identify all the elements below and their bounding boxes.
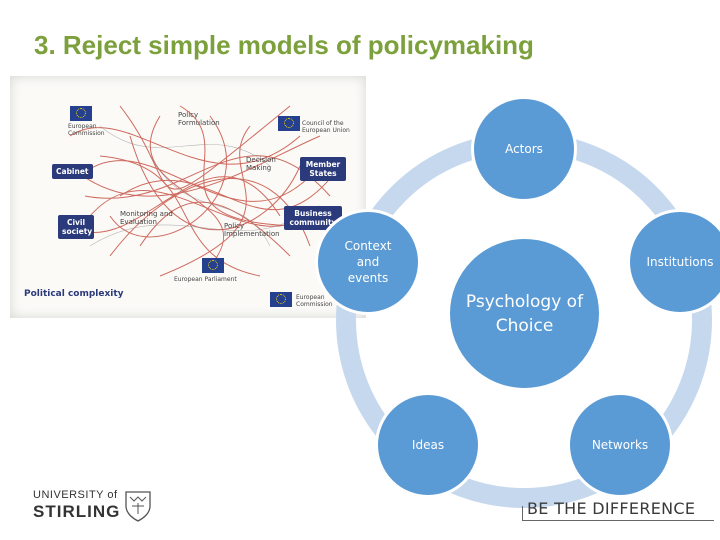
box-cabinet: Cabinet	[52, 164, 93, 179]
tagline: BE THE DIFFERENCE	[527, 499, 696, 518]
node-context-and-events: Context and events	[315, 209, 421, 315]
tangled-arrows	[69, 105, 341, 277]
tagline-rule	[522, 520, 714, 521]
university-line2: STIRLING	[33, 502, 121, 521]
eu-flag-icon	[202, 258, 224, 273]
label-implementation: Policy Implementation	[224, 222, 280, 238]
node-networks: Networks	[567, 392, 673, 498]
university-logo: UNIVERSITY of STIRLING	[33, 489, 121, 521]
label-european-commission: European Commission	[68, 123, 105, 137]
node-actors: Actors	[471, 96, 577, 202]
label-council: Council of the European Union	[302, 120, 350, 134]
label-decision-making: Decision Making	[246, 156, 276, 172]
eu-flag-icon	[70, 106, 92, 121]
label-european-commission-2: European Commission	[296, 294, 333, 308]
eu-flag-icon	[270, 292, 292, 307]
box-civil-society: Civil society	[58, 215, 94, 239]
label-monitoring: Monitoring and Evaluation	[120, 210, 173, 226]
box-member-states: Member States	[300, 157, 346, 181]
tagline-tick	[522, 506, 523, 521]
label-policy-formulation: Policy Formulation	[178, 111, 220, 127]
node-institutions: Institutions	[627, 209, 720, 315]
crest-icon	[125, 491, 151, 522]
political-complexity-photo: European Commission Policy Formulation C…	[10, 76, 366, 318]
label-european-parliament: European Parliament	[174, 276, 237, 283]
slide-title: 3. Reject simple models of policymaking	[34, 30, 534, 60]
node-ideas: Ideas	[375, 392, 481, 498]
university-line1: UNIVERSITY of	[33, 489, 118, 501]
eu-flag-icon	[278, 116, 300, 131]
photo-caption: Political complexity	[24, 289, 124, 299]
node-psychology-of-choice: Psychology of Choice	[447, 236, 602, 391]
